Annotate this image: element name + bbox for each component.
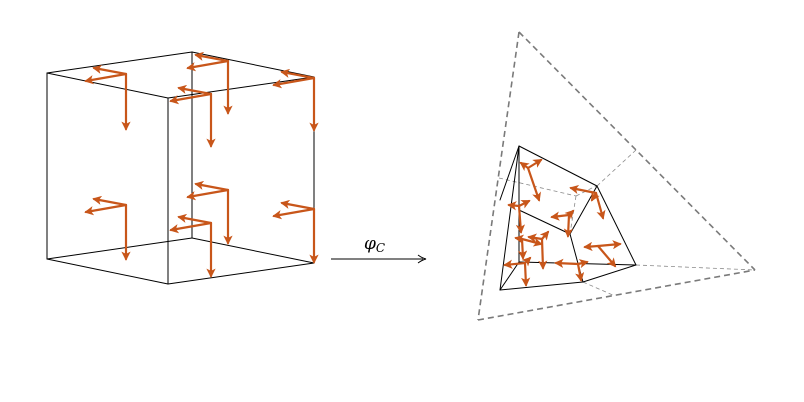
vector-arrow [177,213,213,225]
vector-arrow [596,240,622,250]
vector-arrow [272,76,316,89]
vector-frame [186,51,233,115]
map-arrow-head [417,254,427,264]
cube-edge [167,76,315,99]
cube-edge [191,51,315,78]
cube [46,51,315,285]
vector-arrow [521,256,532,267]
vector-frame [527,230,550,270]
map-label: φC [364,234,385,255]
vector-frame [550,209,575,238]
vector-arrow [194,180,230,192]
vector-arrow [575,262,585,282]
tetra-guide [582,281,616,297]
vector-arrow [520,237,543,247]
cube-vector-frames [84,51,319,278]
tetra-guide [498,177,577,197]
vector-arrow [280,68,316,80]
vector-arrow [84,203,128,216]
warped-edge [499,145,520,291]
vector-frame [84,195,131,261]
warped-edge [499,281,584,291]
vector-frame [569,184,606,220]
vector-arrow [576,259,589,269]
cube-edge [46,258,169,285]
vector-arrow [169,221,213,234]
vector-frame [514,234,543,260]
vector-frame [554,258,589,282]
vector-arrow [177,84,213,96]
vector-arrow [538,237,548,270]
vector-arrow [526,158,543,170]
vector-frame [507,199,531,234]
vector-arrow [280,199,316,211]
vector-arrow [583,241,600,252]
vector-arrow [507,201,521,211]
vector-frame [519,158,543,202]
tetra-edge [477,269,756,321]
cube-edge [46,237,193,260]
tetra-vector-frames [503,158,622,287]
warped-edge [518,145,598,187]
vector-arrow [519,161,530,172]
vector-arrow [92,64,128,76]
cube-edge [167,262,315,285]
vector-arrow [272,207,316,220]
vector-arrow [594,191,606,220]
cube-edge [46,72,169,99]
map-symbol: φ [364,234,376,254]
vector-frame [169,84,216,148]
vector-arrow [517,199,531,209]
vector-arrow [521,261,531,287]
vector-arrow [539,230,550,241]
cube-edge [46,51,193,74]
vector-arrow [92,195,128,207]
vector-arrow [554,258,580,268]
vector-arrow [503,259,527,269]
vector-arrow [526,166,541,202]
vector-frame [169,213,216,278]
vector-arrow [515,204,526,234]
vector-frame [503,256,532,287]
warped-edge [499,261,520,291]
vector-arrow [186,188,230,201]
vector-frame [84,64,131,131]
warped-edge [518,209,571,235]
vector-arrow [169,92,213,105]
vector-arrow [186,59,230,72]
vector-frame [272,68,319,132]
warped-edge [582,264,637,283]
vector-arrow [596,244,617,268]
vector-frame [186,180,233,245]
cube-edge [191,237,315,264]
warped-edge [596,185,637,266]
tetra-guide [596,149,637,187]
vector-frame [583,240,622,268]
vector-arrow [194,51,230,63]
vector-arrow [84,72,128,85]
tetra-edge [477,31,520,321]
vector-arrow [563,213,573,238]
warped-edge [499,145,520,201]
map-subscript: C [376,241,385,255]
vector-arrow [550,211,571,221]
vector-arrow [517,237,528,260]
map-arrow: φC [331,234,427,264]
vector-arrow [527,233,544,243]
tetrahedron [477,31,756,321]
vector-frame [272,199,319,264]
tetra-guide [575,185,597,197]
tetra-edge [518,31,756,271]
tetra-guide [635,264,756,271]
